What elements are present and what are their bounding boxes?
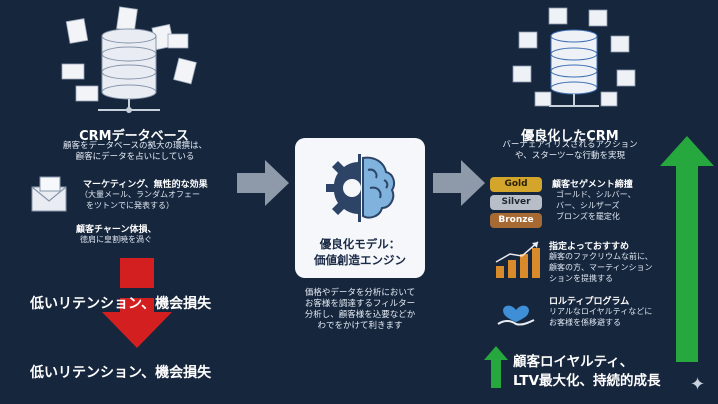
loyalty-title: ロルティプログラム: [549, 297, 630, 307]
bronze-badge: Bronze: [490, 213, 542, 228]
down-arrow-icon: [102, 258, 172, 348]
recommend-desc-2: 顧客の方、マーティンション: [549, 263, 653, 272]
loyalty-result-1: 顧客ロイヤルティ、: [513, 354, 634, 370]
gear-brain-icon: [326, 154, 395, 222]
model-title-2: 価値創造エンジン: [314, 253, 406, 267]
model-card: 優良化モデル： 価値創造エンジン: [295, 138, 425, 278]
model-desc-2: お客様を調達するフィルター: [304, 299, 416, 309]
low-retention-label-1: 低いリテンション、機会損失: [30, 296, 212, 312]
model-desc-1: 価格やデータを分析において: [304, 288, 416, 298]
churn-desc: 徳肩に皇割暁を渦ぐ: [80, 235, 152, 244]
gold-badge: Gold: [490, 177, 542, 192]
model-title-1: 優良化モデル：: [319, 237, 401, 251]
optimized-crm-title: 優良化したCRM: [521, 129, 619, 144]
growth-chart-icon: [495, 241, 540, 278]
optimized-crm-illustration: [512, 7, 636, 107]
segment-title: 顧客セゲメント締撞: [552, 180, 633, 190]
recommend-title: 指定よっておすすめ: [549, 242, 630, 252]
crm-database-desc-1: 顧客をデータベースの拠大の環撰は、: [62, 141, 208, 151]
segment-desc-2: バー、シルザーズ: [556, 201, 620, 210]
model-desc-3: 分析し、顧客様を込要などか: [304, 310, 416, 320]
sparkle-icon: ✦: [690, 374, 706, 395]
loyalty-desc-1: リアルなロイヤルティなどに: [549, 307, 653, 316]
low-retention-label-2: 低いリテンション、機会損失: [30, 365, 212, 381]
segment-desc-3: ブロンズを罷定化: [556, 212, 620, 221]
optimized-crm-desc-1: バーナェアイリスされるアクション: [502, 140, 638, 150]
recommend-desc-3: ションを提携する: [549, 274, 613, 283]
marketing-title: マーケティング、無性的な効果: [83, 180, 208, 190]
small-up-arrow-icon: [484, 346, 508, 388]
optimized-crm-desc-2: や、スターツーな行動を実現: [514, 151, 626, 161]
email-icon: [31, 176, 67, 212]
recommend-desc-1: 顧客のファクリウムな前に、: [549, 252, 653, 261]
crm-database-title: CRMデータベース: [79, 129, 189, 144]
crm-database-desc-2: 顧客にデータを占いにしている: [75, 152, 195, 162]
marketing-desc-2: をツトンでに発表する）: [86, 201, 174, 210]
loyalty-result-2: LTV最大化、持続的成長: [513, 373, 661, 389]
model-desc-4: わでをかけて利きます: [317, 321, 403, 331]
segment-desc-1: ゴールド、シルバー、: [556, 190, 636, 199]
heart-hand-icon: [497, 305, 535, 326]
right-arrow-icon: [237, 160, 289, 206]
churn-title: 顧客チャーン体損、: [76, 225, 157, 235]
loyalty-desc-2: お客様を係移避する: [549, 318, 621, 327]
up-arrow-icon: [660, 136, 714, 362]
marketing-desc-1: （大量メール、ランダムオフェー: [80, 190, 200, 199]
right-arrow-icon: [433, 160, 485, 206]
database-illustration: [61, 6, 197, 113]
silver-badge: Silver: [490, 195, 542, 210]
